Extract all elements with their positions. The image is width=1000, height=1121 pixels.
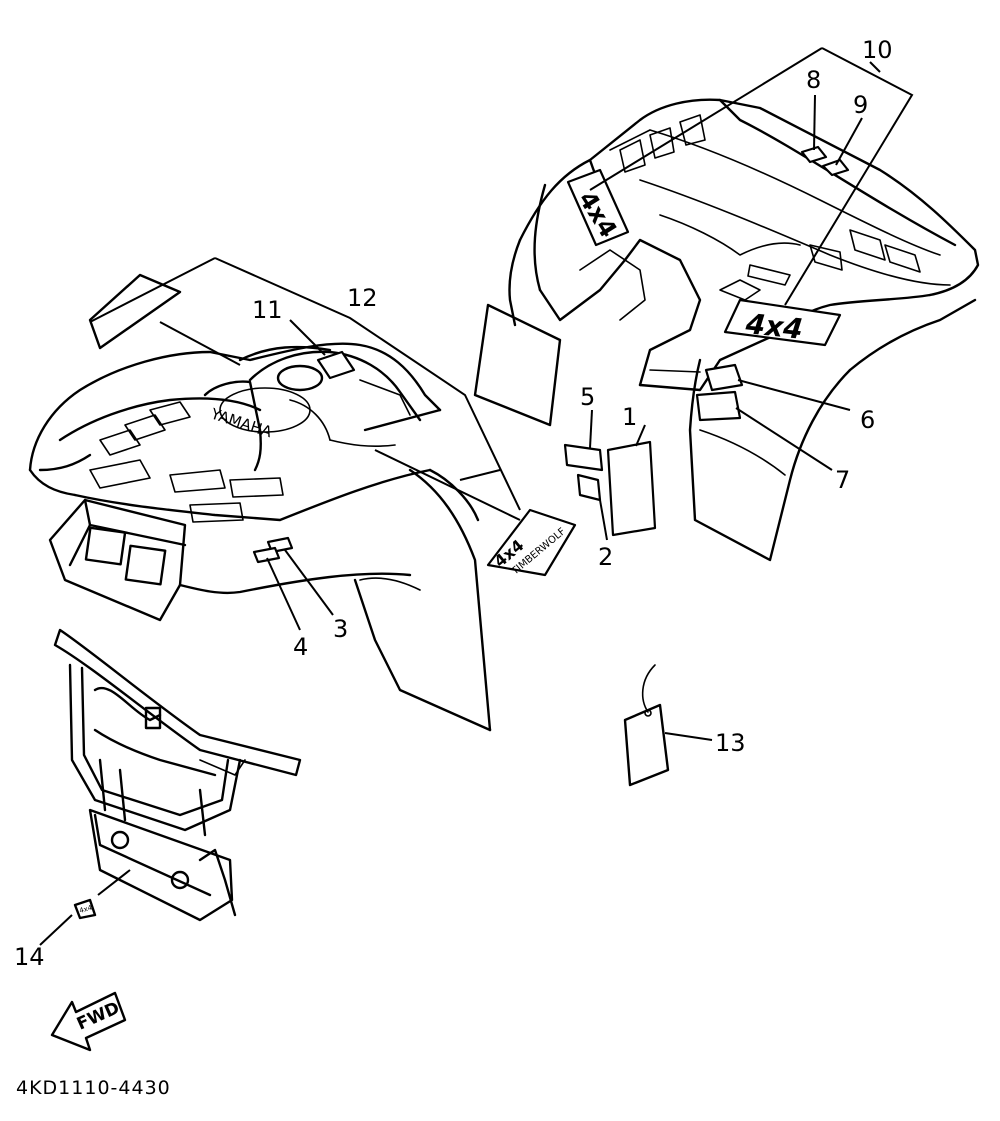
callout-10: 10 (862, 36, 893, 64)
bracket-emblem-shape (73, 898, 97, 920)
callout-11: 11 (252, 296, 283, 324)
callout-5: 5 (580, 383, 595, 411)
callout-13: 13 (715, 729, 746, 757)
callouts: 1 2 3 4 5 6 7 8 9 10 11 12 13 14 (14, 36, 893, 971)
callout-4: 4 (293, 633, 308, 661)
callout-2: 2 (598, 543, 613, 571)
front-guard (53, 628, 302, 922)
diagram-code: 4KD1110-4430 (16, 1077, 171, 1099)
decal-11 (316, 350, 356, 380)
bracket-emblem-text: 4x4 (78, 904, 93, 915)
callout-12: 12 (347, 284, 378, 312)
fwd-direction-arrow: FWD (50, 991, 127, 1052)
callout-3: 3 (333, 615, 348, 643)
leader-lines (39, 47, 914, 946)
rear-top-4x4-decal: 4x4 (723, 298, 842, 347)
decal-2 (576, 473, 602, 502)
callout-7: 7 (835, 466, 850, 494)
hang-tag (623, 664, 670, 787)
callout-1: 1 (622, 403, 637, 431)
decal-5 (563, 443, 604, 472)
decal-9 (821, 158, 850, 177)
callout-6: 6 (860, 406, 875, 434)
yamaha-logo-text: YAMAHA (208, 404, 275, 441)
front-fender-4x4-decal: 4x4 TIMBERWOLF (486, 508, 577, 578)
rear-fender (473, 98, 980, 562)
decal-8 (800, 145, 828, 164)
rear-top-4x4-text: 4x4 (743, 307, 804, 346)
callout-9: 9 (853, 91, 868, 119)
decal-7 (695, 390, 742, 422)
callout-8: 8 (806, 66, 821, 94)
decal-4 (252, 546, 281, 564)
rear-side-4x4-decal: 4x4 (566, 168, 630, 247)
fwd-label: FWD (74, 998, 123, 1034)
callout-14: 14 (14, 943, 45, 971)
front-fender (28, 273, 492, 732)
decal-1 (606, 440, 657, 537)
decal-6 (704, 363, 744, 392)
